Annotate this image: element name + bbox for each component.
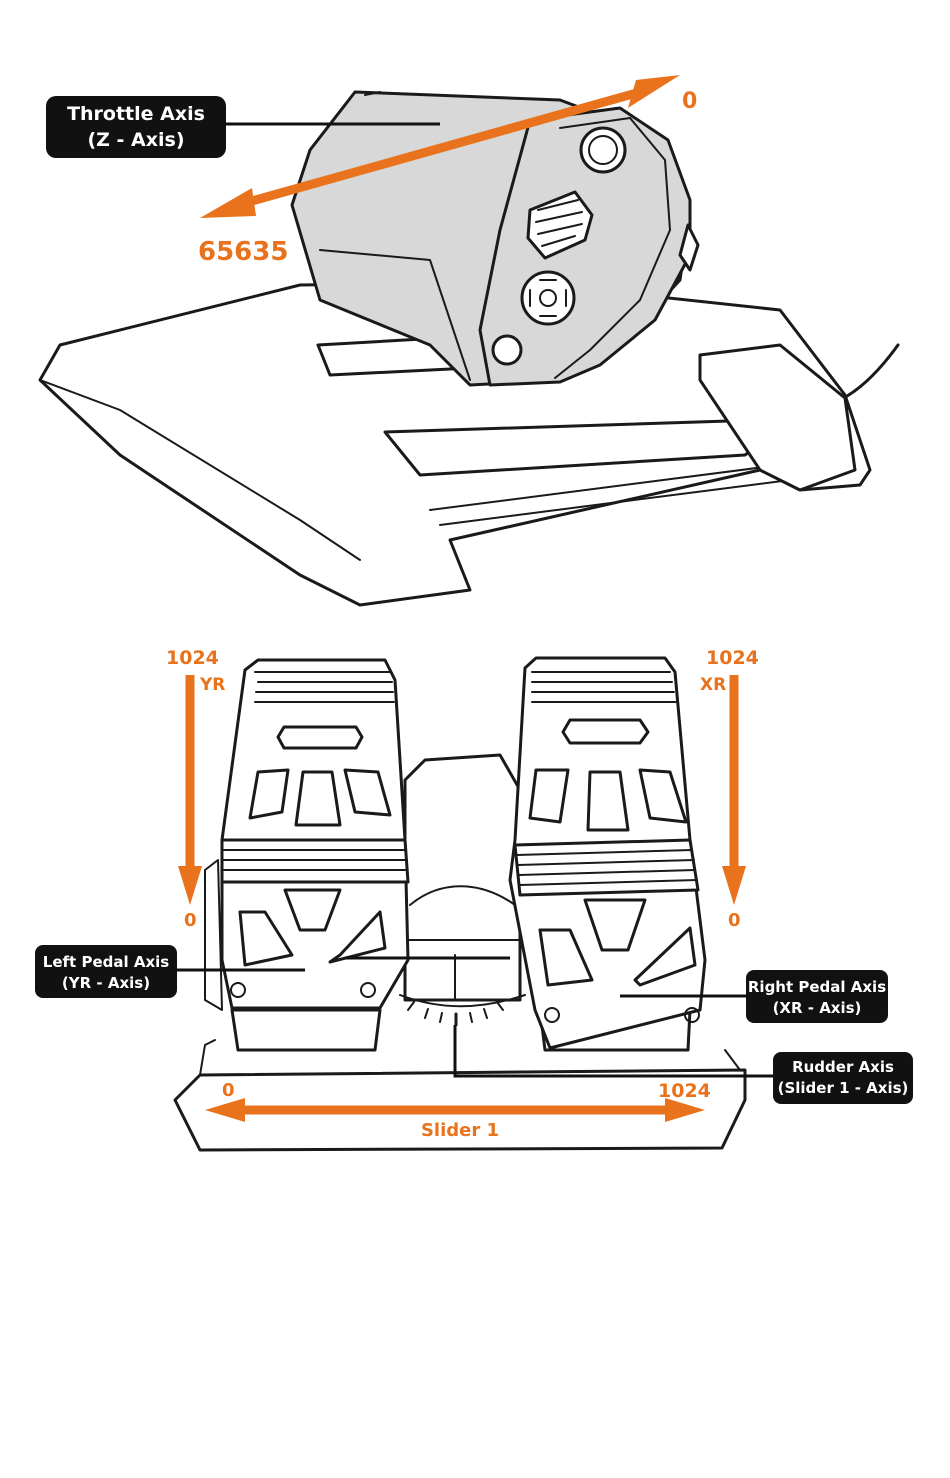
right-pedal-callout-line1: Right Pedal Axis	[748, 978, 886, 996]
rudder-callout-line1: Rudder Axis	[792, 1058, 894, 1076]
left-pedal-callout-line1: Left Pedal Axis	[43, 953, 169, 971]
slider-min-label: 0	[222, 1080, 235, 1101]
throttle-illustration	[40, 92, 898, 605]
slider-max-label: 1024	[658, 1080, 711, 1102]
right-pedal-callout-line2: (XR - Axis)	[773, 999, 862, 1017]
left-pedal-callout-line2: (YR - Axis)	[62, 974, 150, 992]
throttle-callout-line2: (Z - Axis)	[87, 129, 184, 151]
throttle-callout-line1: Throttle Axis	[67, 103, 205, 125]
slider-name-label: Slider 1	[421, 1120, 499, 1141]
left-pedal-bottom-label: 0	[184, 910, 197, 931]
left-pedal-axis-arrow	[178, 675, 202, 905]
rudder-callout-line2: (Slider 1 - Axis)	[778, 1079, 909, 1097]
throttle-min-label: 65635	[198, 237, 288, 267]
right-pedal-axis-arrow	[722, 675, 746, 905]
throttle-max-label: 0	[682, 89, 697, 114]
right-pedal-axis-tag: XR	[700, 675, 726, 695]
left-pedal-top-label: 1024	[166, 647, 219, 669]
left-pedal-axis-tag: YR	[199, 675, 225, 695]
right-pedal-top-label: 1024	[706, 647, 759, 669]
right-pedal-bottom-label: 0	[728, 910, 741, 931]
